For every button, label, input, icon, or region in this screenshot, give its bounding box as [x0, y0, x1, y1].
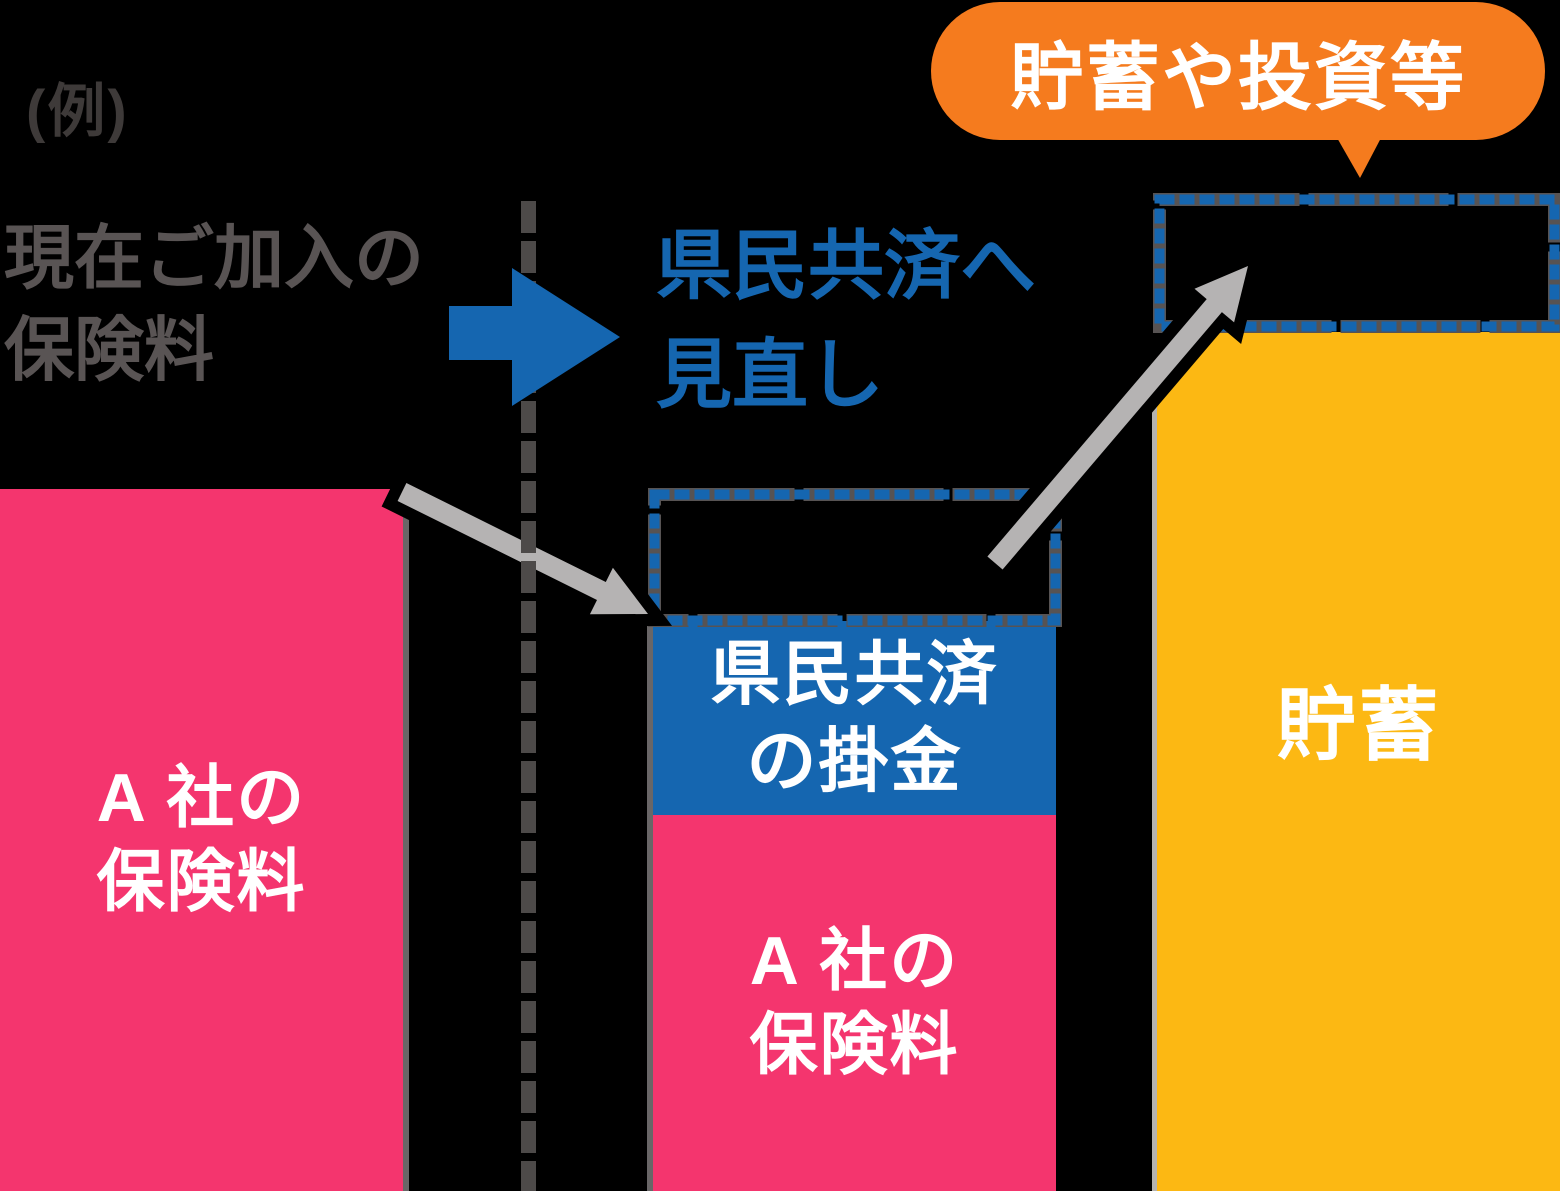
bar-before-side-line	[403, 492, 409, 1191]
bar-savings-side-line	[1152, 390, 1157, 1191]
bar-company-a-before-line1: A 社の	[96, 760, 307, 836]
freed-amount-dashed-box	[648, 488, 1062, 627]
bar-company-a-after-line2: 保険料	[749, 1007, 960, 1083]
blue-arrow-icon	[449, 268, 620, 406]
bar-company-a-after: A 社の 保険料	[653, 815, 1056, 1191]
transfer-arrow-left-icon	[381, 466, 673, 627]
current-premium-line1: 現在ご加入の	[4, 219, 424, 297]
review-heading-line1: 県民共済へ	[656, 224, 1036, 309]
bar-savings: 貯蓄	[1157, 332, 1560, 1191]
bar-kyosai-line1: 県民共済	[710, 635, 999, 713]
bar-kyosai-line2: の掛金	[746, 722, 963, 800]
bar-company-a-before: A 社の 保険料	[0, 489, 403, 1191]
bar-company-a-before-line2: 保険料	[96, 844, 307, 920]
review-heading: 県民共済へ 見直し	[656, 212, 1036, 430]
bar-kyosai-premium: 県民共済 の掛金	[653, 621, 1056, 815]
bar-middle-side-line	[647, 621, 653, 1191]
bar-savings-label: 貯蓄	[1276, 680, 1441, 770]
savings-investment-bubble-label: 貯蓄や投資等	[1010, 35, 1466, 119]
review-heading-line2: 見直し	[656, 333, 884, 418]
current-premium-line2: 保険料	[4, 311, 214, 389]
bar-company-a-after-line1: A 社の	[749, 923, 960, 999]
bubble-tail-icon	[1336, 136, 1382, 178]
investment-amount-dashed-box	[1153, 193, 1560, 333]
current-premium-heading: 現在ご加入の 保険料	[4, 212, 424, 396]
example-label: (例)	[26, 79, 129, 144]
savings-investment-bubble: 貯蓄や投資等	[931, 2, 1545, 140]
